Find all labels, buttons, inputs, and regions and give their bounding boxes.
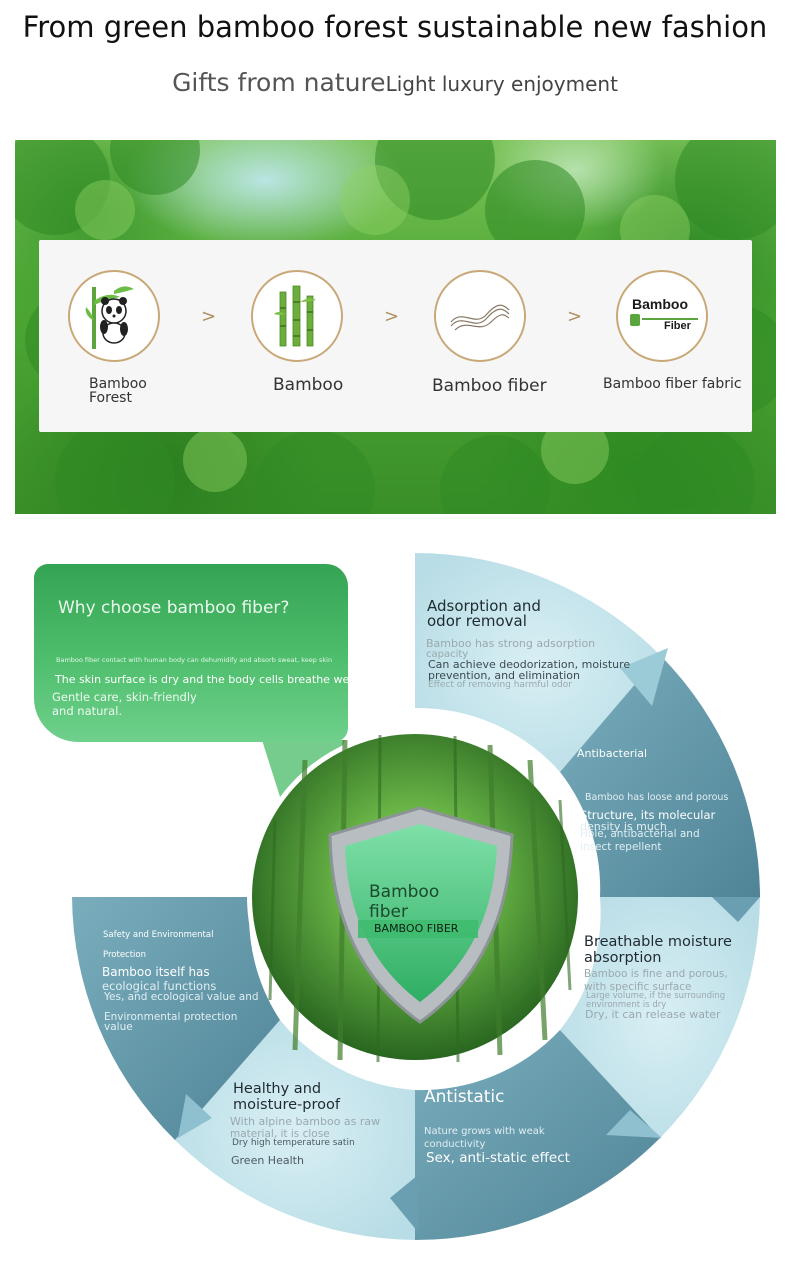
fiber-wave-icon [450,304,510,331]
bamboo-stalks-icon [274,285,316,347]
feature-safety-line: ecological functions [102,979,217,993]
feature-healthy-line: Dry high temperature satin [232,1138,355,1148]
step-arrow: > [567,306,583,327]
feature-adsorption-line: capacity [426,649,469,660]
feature-antistatic-line: Nature grows with weak [424,1126,545,1137]
feature-adsorption-line: Bamboo has strong adsorption [426,637,596,650]
step-circle-bamboo [251,270,343,362]
step-label-bamboo-fiber: Bamboo fiber [432,376,547,396]
feature-antibacterial-line: Hole, antibacterial and [580,828,700,840]
feature-adsorption-line: prevention, and elimination [428,669,580,682]
why-choose-line-1: The skin surface is dry and the body cel… [55,673,359,686]
feature-antistatic-line: Sex, anti-static effect [426,1150,570,1166]
feature-antibacterial-line: insect repellent [580,841,662,853]
segment-safety [72,897,280,1140]
segment-adsorption [415,552,660,772]
feature-breathable-title-1: Breathable moisture [584,934,732,950]
segment-healthy [175,1020,415,1240]
shield-title-1: Bamboo [369,882,440,902]
feature-adsorption-line: Effect of removing harmful odor [428,680,572,690]
shield-title-2: fiber [369,902,408,922]
why-choose-panel [34,564,348,742]
step-arrow: > [384,306,400,327]
feature-antistatic-line: conductivity [424,1139,486,1150]
feature-antistatic-title: Antistatic [424,1087,505,1107]
feature-safety-line: Environmental protection [104,1011,238,1023]
panda-icon [85,286,134,349]
feature-adsorption-title-2: odor removal [427,612,527,630]
step-label-bamboo: Bamboo [273,375,344,395]
feature-healthy-title-1: Healthy and [233,1081,322,1097]
feature-safety-title-2: Protection [103,950,147,960]
feature-antibacterial-line: density is much [580,820,667,833]
benefits-wheel [72,552,760,1240]
feature-healthy-title-2: moisture-proof [233,1097,340,1113]
feature-adsorption-line: Can achieve deodorization, moisture [428,658,631,671]
step-circle-bamboo-forest [68,270,160,362]
step-arrow: > [201,306,217,327]
feature-breathable-line: Dry, it can release water [585,1008,721,1021]
feature-safety-line: value [104,1021,133,1033]
feature-adsorption-title-1: Adsorption and [427,597,541,615]
why-choose-tiny-text: Bamboo fiber contact with human body can… [56,656,333,664]
page-title: From green bamboo forest sustainable new… [22,10,768,44]
feature-breathable-title-2: absorption [584,950,662,966]
feature-safety-line: Bamboo itself has [102,965,210,979]
feature-healthy-line: material, it is close [230,1128,330,1140]
subtitle-gifts: Gifts from nature [172,68,386,97]
segment-antibacterial [560,655,760,897]
segment-breathable [560,897,760,1138]
feature-safety-line: Yes, and ecological value and [104,991,259,1003]
feature-breathable-line: Bamboo is fine and porous, [584,968,728,980]
feature-breathable-line: Large volume, if the surrounding [586,991,726,1001]
feature-healthy-line: With alpine bamboo as raw [230,1115,381,1128]
why-choose-line-2: Gentle care, skin-friendly and natural. [52,690,197,718]
subtitle-luxury: Light luxury enjoyment [385,72,618,96]
step-circle-bamboo-fiber-fabric: Bamboo Fiber [616,270,708,362]
why-choose-title: Why choose bamboo fiber? [58,598,290,618]
feature-antibacterial-line: Bamboo has loose and porous [585,792,729,803]
shield-caption: BAMBOO FIBER [374,922,459,935]
step-label-bamboo-forest: Bamboo Forest [89,376,147,406]
step-circle-bamboo-fiber [434,270,526,362]
feature-antibacterial-title: Antibacterial [577,747,648,760]
feature-healthy-line: Green Health [231,1154,304,1167]
segment-antistatic [415,1030,660,1240]
feature-safety-title-1: Safety and Environmental [103,930,214,940]
feature-antibacterial-line: Structure, its molecular [580,808,716,822]
feature-breathable-line: with specific surface [584,981,692,993]
bamboo-fiber-logo-icon: Bamboo Fiber [622,296,702,336]
step-label-bamboo-fiber-fabric: Bamboo fiber fabric [603,376,742,392]
feature-breathable-line: environment is dry [586,1000,667,1010]
page-subtitle: Gifts from natureLight luxury enjoyment [0,68,790,97]
